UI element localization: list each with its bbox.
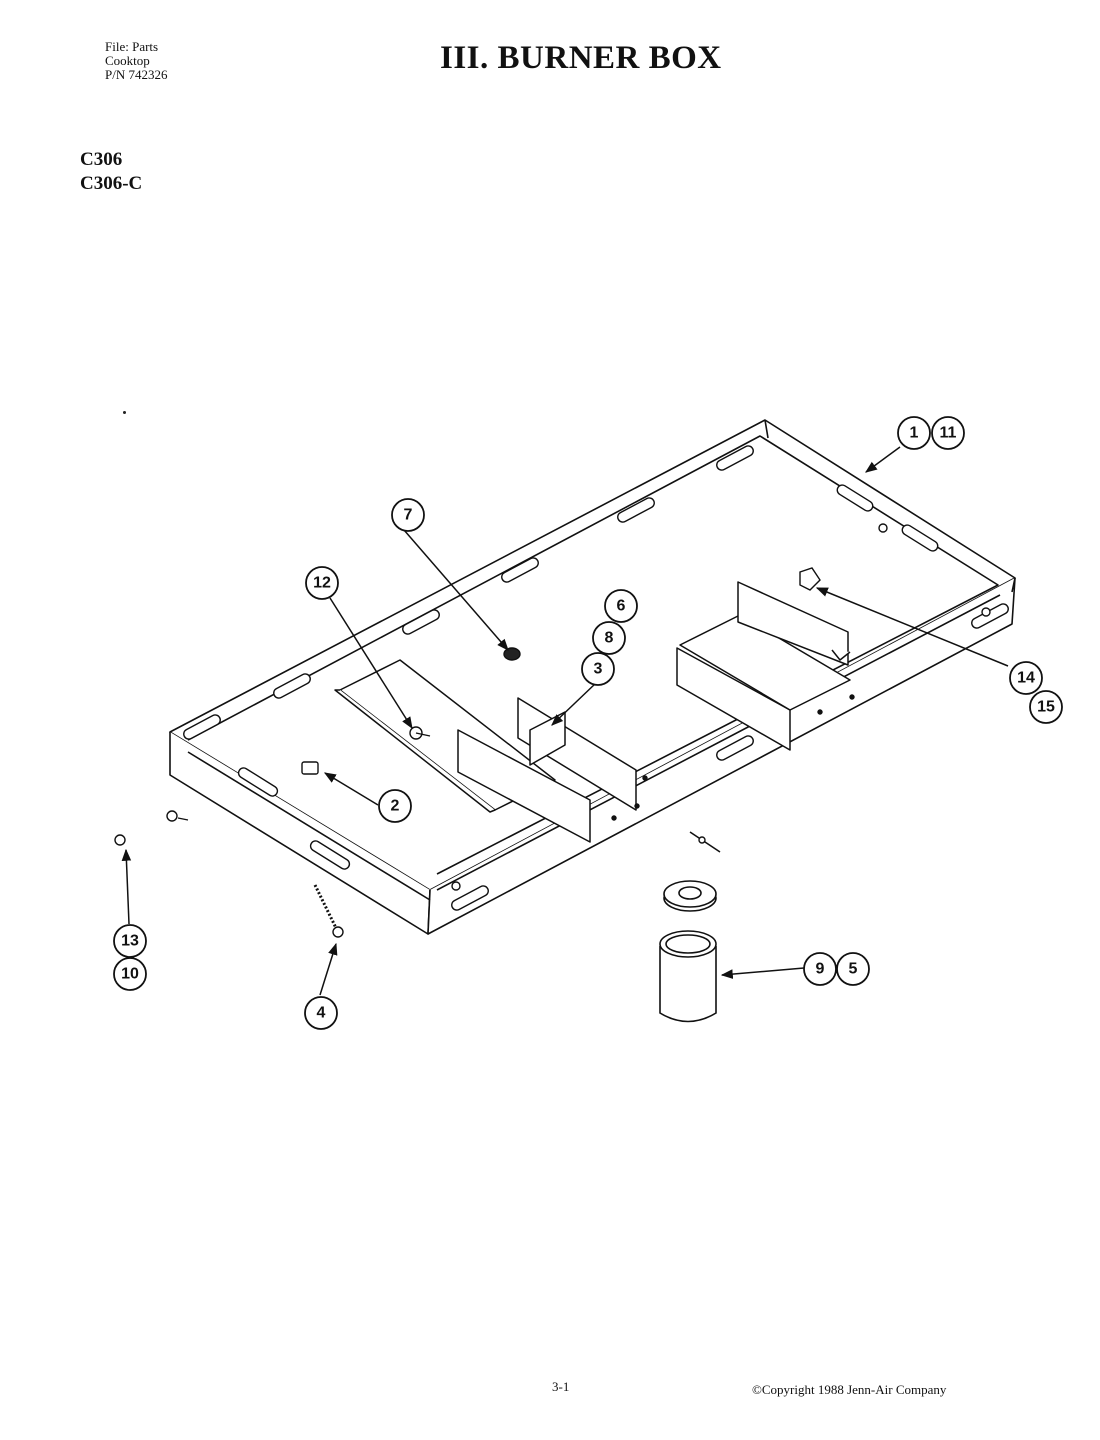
page-number: 3-1 — [552, 1379, 570, 1394]
callout-10: 10 — [113, 957, 147, 991]
svg-text:3: 3 — [594, 661, 603, 678]
svg-text:11: 11 — [940, 425, 957, 442]
tray-dividers — [334, 581, 851, 843]
svg-text:8: 8 — [605, 630, 614, 647]
burner-cup-assembly — [659, 880, 717, 1023]
svg-text:14: 14 — [1017, 670, 1035, 687]
svg-text:15: 15 — [1037, 699, 1055, 716]
svg-text:1: 1 — [910, 425, 919, 442]
page-title: III. BURNER BOX — [440, 40, 722, 76]
svg-text:5: 5 — [849, 961, 858, 978]
svg-text:12: 12 — [313, 575, 331, 592]
copyright-notice: ©Copyright 1988 Jenn-Air Company — [752, 1382, 947, 1397]
callout-11: 11 — [931, 416, 965, 450]
callout-6: 6 — [604, 589, 638, 623]
leader-lines — [121, 446, 1009, 996]
svg-text:2: 2 — [391, 798, 400, 815]
callout-7: 7 — [391, 498, 425, 532]
callout-2: 2 — [378, 789, 412, 823]
model-number-1: C306 — [80, 149, 123, 170]
callout-9: 9 — [803, 952, 837, 986]
callout-13: 13 — [113, 924, 147, 958]
svg-text:13: 13 — [121, 933, 139, 950]
model-number-2: C306-C — [80, 173, 143, 194]
file-info: File: Parts Cooktop P/N 742326 — [105, 40, 167, 82]
file-info-line-2: Cooktop — [105, 53, 150, 68]
callout-5: 5 — [836, 952, 870, 986]
callout-15: 15 — [1029, 690, 1063, 724]
callout-14: 14 — [1009, 661, 1043, 695]
svg-text:4: 4 — [317, 1005, 326, 1022]
tray-slots — [183, 445, 1009, 911]
callout-12: 12 — [305, 566, 339, 600]
svg-text:10: 10 — [121, 966, 139, 983]
svg-text:6: 6 — [617, 598, 626, 615]
callout-1: 1 — [897, 416, 931, 450]
callout-3: 3 — [581, 652, 615, 686]
callout-4: 4 — [304, 996, 338, 1030]
file-info-line-1: File: Parts — [105, 39, 159, 54]
svg-text:7: 7 — [404, 507, 413, 524]
file-info-line-3: P/N 742326 — [105, 67, 168, 82]
callout-8: 8 — [592, 621, 626, 655]
svg-text:9: 9 — [816, 961, 825, 978]
print-speck — [123, 411, 126, 414]
model-list: C306 C306-C — [80, 148, 142, 196]
callouts: 1 11 7 12 6 8 3 2 14 15 13 10 4 9 5 — [113, 416, 1063, 1030]
small-parts — [114, 567, 855, 938]
